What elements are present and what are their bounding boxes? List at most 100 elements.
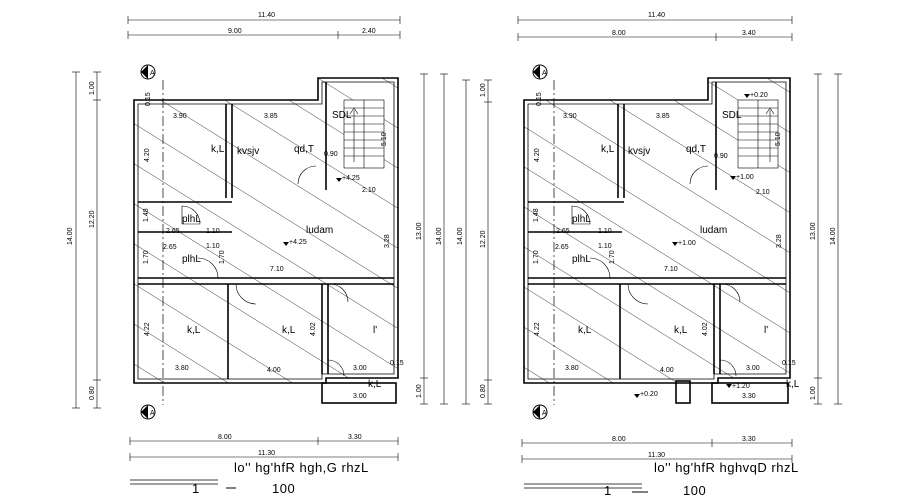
svg-text:4.02: 4.02 — [310, 322, 317, 336]
svg-text:3.00: 3.00 — [353, 365, 367, 372]
doors — [571, 165, 741, 377]
svg-text:+1.00: +1.00 — [736, 174, 754, 181]
section-mark-bottom: A — [140, 404, 156, 420]
dim-bottom-b: 3.30 — [742, 436, 756, 443]
svg-text:5.10: 5.10 — [775, 132, 782, 146]
scale-bar — [524, 483, 648, 493]
svg-text:k,L: k,L — [601, 144, 615, 155]
svg-text:k,L: k,L — [786, 379, 800, 390]
svg-text:4.20: 4.20 — [144, 148, 151, 162]
svg-text:SDL: SDL — [722, 110, 742, 121]
svg-text:+1.20: +1.20 — [732, 383, 750, 390]
dim-left-bottom: 0.80 — [480, 384, 487, 398]
left-dimensions — [72, 71, 101, 409]
svg-text:A: A — [150, 410, 155, 417]
svg-text:1.48: 1.48 — [533, 208, 540, 222]
svg-text:1.10: 1.10 — [598, 243, 612, 250]
svg-text:4.02: 4.02 — [702, 322, 709, 336]
doors — [181, 165, 349, 377]
dim-left-main: 12.20 — [89, 210, 96, 228]
dim-top-b: 2.40 — [362, 28, 376, 35]
svg-text:k,L: k,L — [368, 379, 382, 390]
svg-text:1.70: 1.70 — [533, 250, 540, 264]
svg-text:3.85: 3.85 — [656, 113, 670, 120]
level-marks: +4.25 +4.25 — [283, 175, 360, 246]
plan-caption: lo'' hg'hfR hghvqD rhzL — [654, 460, 799, 475]
svg-text:3.85: 3.85 — [264, 113, 278, 120]
svg-text:1.70: 1.70 — [609, 250, 616, 264]
dim-top-b: 3.40 — [742, 30, 756, 37]
svg-text:3.00: 3.00 — [353, 393, 367, 400]
svg-text:1.10: 1.10 — [206, 228, 220, 235]
svg-text:+0.20: +0.20 — [750, 92, 768, 99]
svg-text:k,L: k,L — [282, 325, 296, 336]
svg-text:7.10: 7.10 — [270, 266, 284, 273]
svg-text:k,L: k,L — [211, 144, 225, 155]
room-dimensions: 3.90 3.85 4.20 2.65 2.65 1.10 1.10 1.48 … — [533, 92, 796, 400]
svg-text:+1.00: +1.00 — [678, 240, 696, 247]
svg-text:3.28: 3.28 — [776, 234, 783, 248]
svg-text:1.48: 1.48 — [143, 208, 150, 222]
section-mark-bottom: A — [532, 404, 548, 420]
svg-text:4.00: 4.00 — [660, 367, 674, 374]
svg-text:3.80: 3.80 — [175, 365, 189, 372]
right-dimensions — [814, 73, 842, 405]
svg-text:plhL: plhL — [572, 254, 591, 265]
dim-bottom-b: 3.30 — [348, 434, 362, 441]
svg-text:4.22: 4.22 — [144, 322, 151, 336]
dim-left-bottom: 0.80 — [89, 386, 96, 400]
room-dimensions: 3.90 3.85 4.20 2.65 2.65 1.10 1.10 1.48 … — [143, 92, 404, 400]
svg-text:ludam: ludam — [306, 225, 333, 236]
svg-text:2.10: 2.10 — [756, 189, 770, 196]
svg-text:7.10: 7.10 — [664, 266, 678, 273]
svg-text:A: A — [542, 410, 547, 417]
scale-numerator: 1 — [192, 481, 200, 496]
bottom-dimensions — [521, 439, 793, 463]
dim-left-main: 12.20 — [480, 230, 487, 248]
plan-left: 11.40 9.00 2.40 14.00 12.20 1.00 0.80 13… — [67, 12, 448, 496]
svg-text:kvsjv: kvsjv — [628, 146, 650, 157]
dim-right-bottom: 1.00 — [810, 386, 817, 400]
svg-text:k,L: k,L — [187, 325, 201, 336]
svg-text:SDL: SDL — [332, 110, 352, 121]
svg-text:1.10: 1.10 — [598, 228, 612, 235]
svg-text:A: A — [150, 70, 155, 77]
right-dimensions — [420, 73, 448, 405]
dim-bottom-a: 8.00 — [612, 436, 626, 443]
plan-right: 11.40 8.00 3.40 14.00 12.20 1.00 0.80 13… — [457, 12, 842, 498]
dim-left-top: 1.00 — [480, 83, 487, 97]
scale-numerator: 1 — [604, 483, 612, 498]
svg-text:3.30: 3.30 — [742, 393, 756, 400]
dim-bottom-total: 11.30 — [648, 452, 665, 459]
svg-text:1.70: 1.70 — [143, 250, 150, 264]
svg-text:4.20: 4.20 — [534, 148, 541, 162]
hatched-floor — [134, 78, 398, 383]
svg-text:2.65: 2.65 — [555, 244, 569, 251]
svg-text:l': l' — [764, 325, 768, 336]
svg-text:0.15: 0.15 — [782, 360, 796, 367]
svg-text:5.10: 5.10 — [381, 132, 388, 146]
svg-text:+4.25: +4.25 — [342, 175, 360, 182]
svg-text:1.10: 1.10 — [206, 243, 220, 250]
svg-text:4.00: 4.00 — [267, 367, 281, 374]
svg-text:0.90: 0.90 — [714, 153, 728, 160]
stair — [737, 99, 779, 169]
hatched-floor — [524, 78, 790, 383]
svg-text:plhL: plhL — [182, 254, 201, 265]
svg-text:2.10: 2.10 — [362, 187, 376, 194]
room-labels: k,L kvsjv qd,T SDL plhL plhL ludam k,L k… — [182, 110, 382, 390]
svg-text:3.90: 3.90 — [173, 113, 187, 120]
top-dimensions — [127, 16, 401, 39]
svg-text:A: A — [542, 70, 547, 77]
scale-denominator: 100 — [272, 481, 295, 496]
svg-text:0.15: 0.15 — [390, 360, 404, 367]
top-dimensions — [517, 16, 793, 41]
section-mark-top: A — [140, 64, 156, 80]
svg-text:2.65: 2.65 — [556, 228, 570, 235]
svg-text:3.00: 3.00 — [746, 365, 760, 372]
bottom-dimensions — [129, 437, 399, 461]
scale-denominator: 100 — [683, 483, 706, 498]
section-mark-top: A — [532, 64, 548, 80]
svg-text:3.28: 3.28 — [384, 234, 391, 248]
